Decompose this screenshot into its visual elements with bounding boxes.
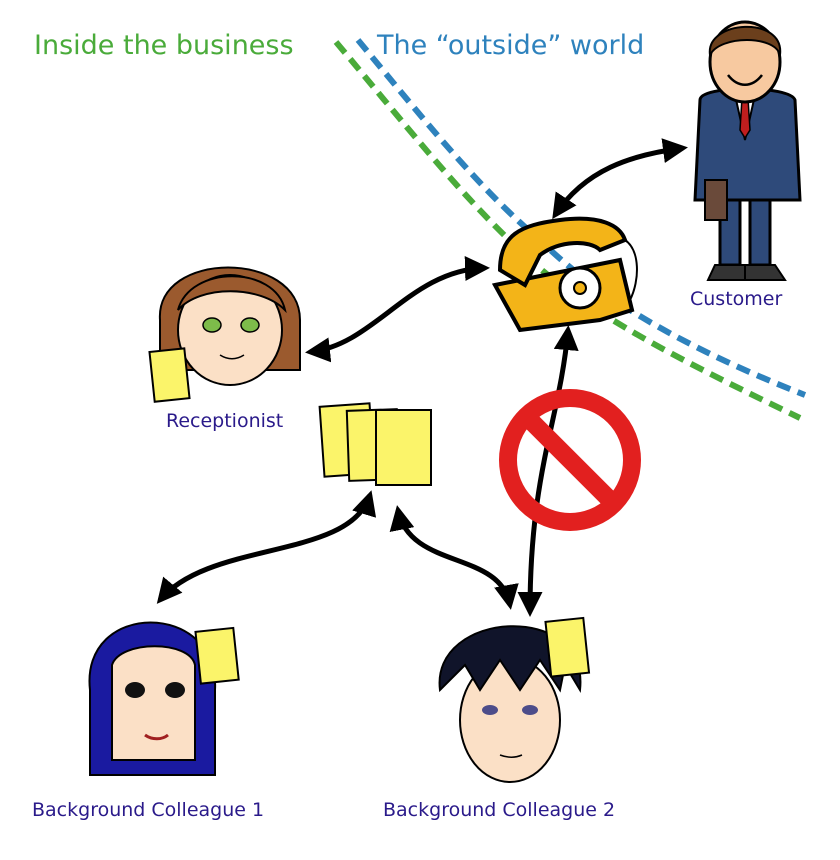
colleague2-person-icon xyxy=(438,616,591,783)
arrow-phone-receptionist xyxy=(305,256,490,363)
outside-world-label: The “outside” world xyxy=(377,30,645,61)
background-colleague-2-label: Background Colleague 2 xyxy=(383,799,616,821)
arrow-customer-phone xyxy=(552,138,688,220)
customer-person-icon xyxy=(693,20,802,281)
no-entry-icon xyxy=(499,389,641,531)
telephone-icon xyxy=(491,216,638,333)
background-colleague-1-label: Background Colleague 1 xyxy=(32,799,265,821)
receptionist-person-icon xyxy=(148,266,301,403)
sticky-notes-icon xyxy=(318,402,432,486)
inside-boundary-line xyxy=(333,40,802,421)
arrow-phone-colleague2 xyxy=(517,325,579,617)
arrow-notes-colleague2 xyxy=(389,505,519,610)
colleague1-person-icon xyxy=(88,621,240,776)
arrow-notes-colleague1 xyxy=(156,490,377,604)
customer-label: Customer xyxy=(690,288,783,310)
inside-business-label: Inside the business xyxy=(34,30,294,61)
receptionist-label: Receptionist xyxy=(166,410,284,432)
